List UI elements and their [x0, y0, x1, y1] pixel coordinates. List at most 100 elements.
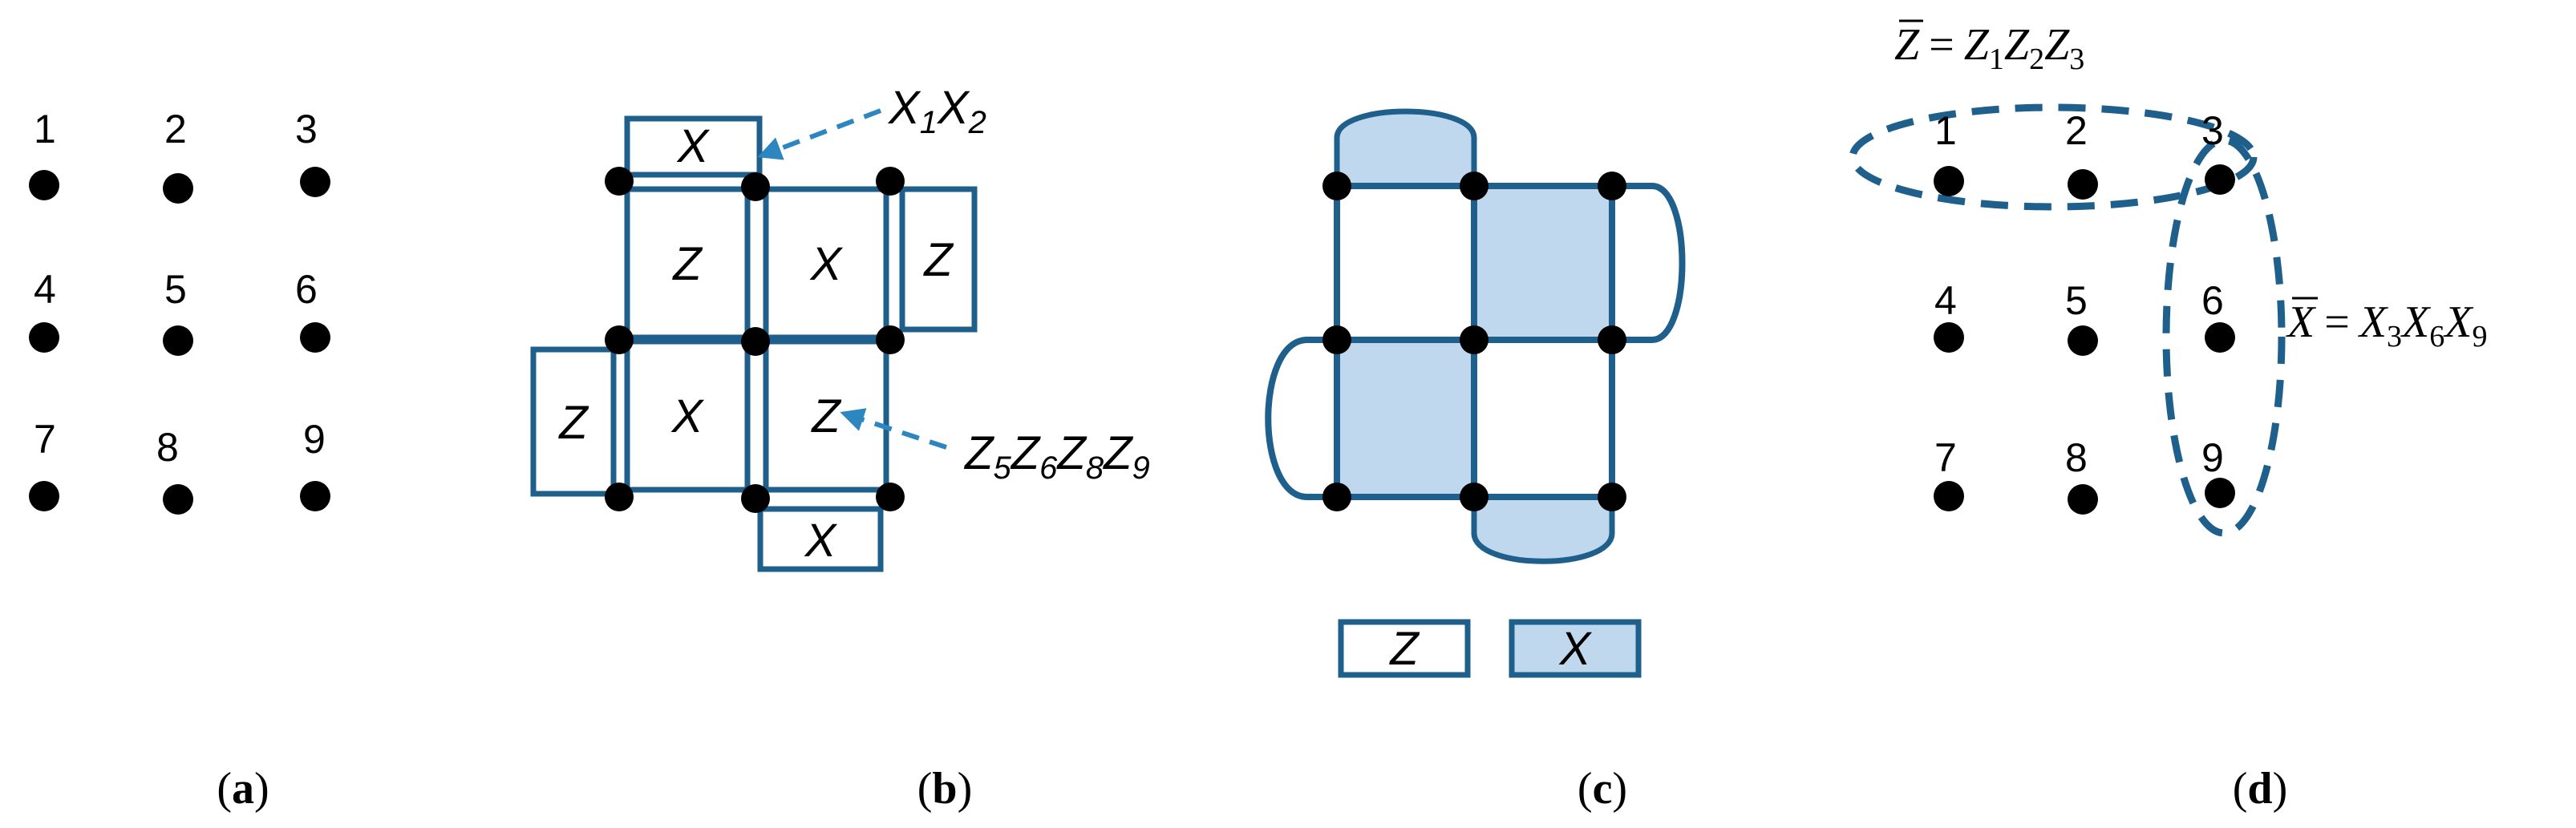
x-plaquette-top-right: [1471, 183, 1615, 343]
legend-z-label: Z: [1388, 623, 1420, 675]
qubit-label-5: 5: [164, 267, 187, 312]
qubit-8: [163, 484, 193, 515]
logical-z-formula: Z=Z1Z2Z3: [1894, 19, 2084, 76]
svg-text:3: 3: [295, 107, 318, 151]
legend-x-label: X: [1558, 623, 1593, 675]
caption-c: (c): [1578, 764, 1627, 814]
qubit-b-4: [605, 325, 634, 354]
op-low-right: Z: [810, 390, 842, 442]
arrow-bottom: [840, 408, 947, 450]
qubit-label-2: 2: [164, 107, 187, 151]
qubit-c-1: [1322, 172, 1351, 200]
qubit-b-7: [605, 483, 634, 511]
qubit-b-9: [876, 483, 905, 511]
qubit-3: [300, 167, 330, 197]
op-low-center: X: [670, 390, 705, 442]
annotation-x1x2: X1X2: [887, 82, 986, 140]
qubit-d-9: [2205, 478, 2235, 508]
svg-text:1: 1: [34, 107, 56, 151]
stabilizer-top-x: [624, 115, 763, 178]
logical-x-formula: X=X3X6X9: [2286, 297, 2487, 353]
svg-text:1: 1: [1934, 108, 1957, 153]
stabilizer-bottom-x: [757, 506, 884, 572]
caption-a: (a): [217, 764, 269, 814]
qubit-d-1: [1934, 166, 1964, 196]
qubit-label-7: 7: [34, 417, 56, 462]
svg-text:5: 5: [2065, 278, 2088, 323]
op-low-left: Z: [557, 397, 589, 449]
caption-d: (d): [2233, 764, 2287, 814]
qubit-d-8: [2068, 484, 2098, 515]
op-mid-right: Z: [922, 234, 954, 286]
stabilizer-low-left: [530, 346, 617, 497]
qubit-5: [163, 325, 193, 356]
svg-text:7: 7: [34, 417, 56, 462]
qubit-label-4: 4: [34, 267, 56, 312]
qubit-label-d-9: 9: [2201, 435, 2224, 480]
qubit-1: [29, 170, 59, 200]
svg-text:2: 2: [164, 107, 187, 151]
op-mid-center: X: [809, 238, 844, 290]
svg-text:2: 2: [2065, 108, 2088, 153]
svg-text:8: 8: [2065, 435, 2088, 480]
qubit-label-d-2: 2: [2065, 108, 2088, 153]
qubit-4: [29, 322, 59, 353]
qubit-label-9: 9: [303, 417, 326, 462]
x-boundary-top: [1334, 108, 1477, 189]
qubit-label-d-1: 1: [1934, 108, 1957, 153]
svg-text:7: 7: [1934, 435, 1957, 480]
op-mid-left: Z: [671, 238, 703, 290]
svg-text:8: 8: [156, 425, 179, 470]
svg-text:X=X3X6X9: X=X3X6X9: [2286, 297, 2487, 353]
qubit-b-5: [741, 327, 770, 356]
legend-z-swatch: [1338, 619, 1471, 678]
panel-c: Z X: [1265, 108, 1686, 678]
caption-b: (b): [917, 764, 972, 814]
qubit-label-1: 1: [34, 107, 56, 151]
qubit-d-2: [2068, 169, 2098, 200]
qubit-label-3: 3: [295, 107, 318, 151]
svg-text:5: 5: [164, 267, 187, 312]
qubit-d-7: [1934, 481, 1964, 511]
qubit-c-6: [1598, 325, 1626, 354]
qubit-b-2: [741, 172, 770, 201]
qubit-c-7: [1322, 483, 1351, 511]
svg-text:Z=Z1Z2Z3: Z=Z1Z2Z3: [1894, 20, 2084, 76]
svg-text:3: 3: [2201, 108, 2224, 153]
panel-d: Z=Z1Z2Z3 X=X3X6X9 1 2 3 4 5 6 7 8 9: [1849, 19, 2487, 537]
svg-text:4: 4: [1934, 278, 1957, 323]
qubit-label-8: 8: [156, 425, 179, 470]
qubit-c-3: [1598, 172, 1626, 200]
svg-text:6: 6: [2201, 278, 2224, 323]
svg-text:6: 6: [295, 267, 318, 312]
logical-x-loop: [2162, 136, 2286, 537]
svg-text:9: 9: [2201, 435, 2224, 480]
z-boundary-right: [1612, 183, 1686, 343]
x-plaquette-bottom-left: [1334, 337, 1477, 500]
stabilizer-low-center: [624, 338, 751, 493]
qubit-c-2: [1460, 172, 1488, 200]
qubit-c-9: [1598, 483, 1626, 511]
stabilizer-mid-left: [624, 186, 751, 341]
z-boundary-left: [1265, 337, 1337, 500]
arrow-top: [757, 108, 882, 160]
qubit-d-3: [2205, 164, 2235, 195]
qubit-9: [300, 481, 330, 511]
qubit-b-1: [605, 167, 634, 196]
qubit-d-5: [2068, 325, 2098, 356]
qubit-2: [163, 173, 193, 204]
qubit-b-8: [741, 484, 770, 513]
op-top-x: X: [676, 120, 711, 172]
qubit-label-d-5: 5: [2065, 278, 2088, 323]
svg-text:9: 9: [303, 417, 326, 462]
qubit-c-5: [1460, 325, 1488, 354]
logical-z-loop: [1849, 103, 2258, 211]
panel-b: X Z X Z Z X Z X X1X2 Z5Z6Z8Z9: [530, 82, 1150, 572]
qubit-label-d-7: 7: [1934, 435, 1957, 480]
qubit-label-d-6: 6: [2201, 278, 2224, 323]
x-boundary-bottom: [1471, 494, 1615, 564]
qubit-label-d-3: 3: [2201, 108, 2224, 153]
stabilizer-mid-center: [763, 186, 889, 341]
op-bottom-x: X: [804, 515, 838, 567]
